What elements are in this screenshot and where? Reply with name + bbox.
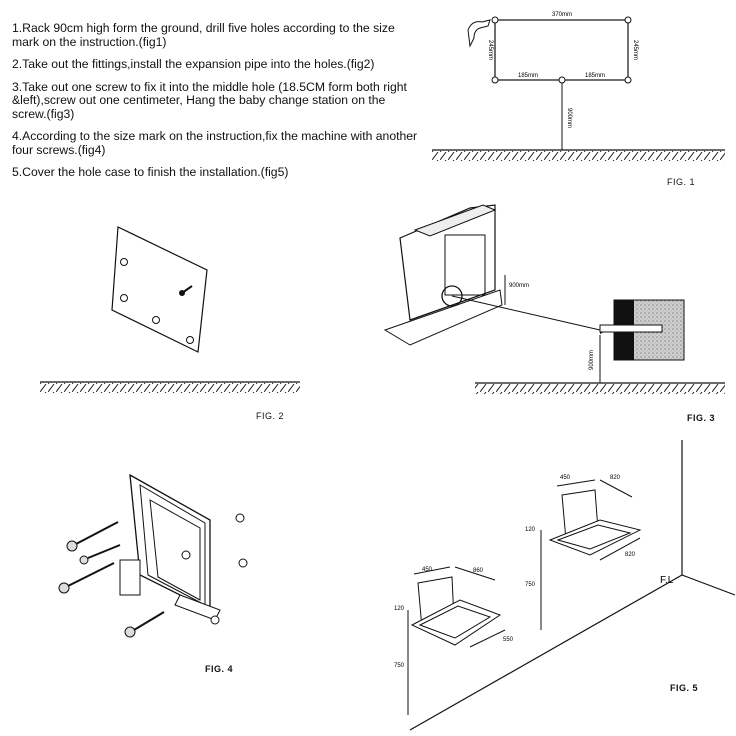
fig1-caption: FIG. 1 [667,177,696,187]
fig5-right-750: 750 [525,582,536,588]
figure-3: 900mm 900mm [383,204,725,394]
fig2-caption: FIG. 2 [256,411,285,421]
fig1-floor [432,151,725,161]
fig5-caption: FIG. 5 [670,683,699,693]
fig5-right-820a: 820 [610,475,621,481]
instruction-step-3: 3.Take out one screw to fix it into the … [12,79,407,121]
fig5-left-450: 450 [422,567,433,573]
drill-icon [467,19,491,48]
instruction-step-1: 1.Rack 90cm high form the ground, drill … [12,21,395,49]
fig1-half-right-label: 185mm [585,73,605,79]
fig2-floor [40,383,300,393]
screw-icon [79,544,121,565]
anchor-icon [599,324,663,333]
fig3-zoom-circle [441,285,463,307]
screw-icon [66,521,119,552]
fig3-floor [475,384,725,394]
figure-2 [40,226,300,393]
fig1-half-left-label: 185mm [518,73,538,79]
instruction-step-4: 4.According to the size mark on the inst… [12,129,418,157]
fig5-left-860: 860 [473,568,484,574]
screw-icon [124,611,165,638]
fig1-left-height-label: 245mm [487,40,493,60]
instruction-list: 1.Rack 90cm high form the ground, drill … [12,21,422,189]
fig5-right-450: 450 [560,475,571,481]
figure-5: F.L 450 820 120 820 750 450 860 120 [394,440,736,731]
fig4-unit-frame [129,473,211,612]
fig1-width-label: 370mm [552,12,572,18]
fig3-caption: FIG. 3 [687,413,716,423]
fig3-height-top-label: 900mm [509,283,529,289]
fig1-right-height-label: 245mm [632,40,638,60]
fig1-wall-outline [494,19,629,81]
fig5-left-750: 750 [394,663,405,669]
fig4-bracket [119,559,141,596]
fig5-floor-line [409,574,683,731]
fig3-height-side-label: 900mm [589,350,595,370]
floor-level-label: F.L [660,575,674,586]
instruction-step-5: 5.Cover the hole case to finish the inst… [12,165,289,179]
fig5-left-120: 120 [394,606,405,612]
fig5-right-120: 120 [525,527,536,533]
fig5-right-seat: 450 820 120 820 750 [525,475,642,630]
instruction-step-2: 2.Take out the fittings,install the expa… [12,57,375,71]
screw-icon [58,562,115,594]
fig1-floor-height-label: 900mm [566,108,572,128]
figure-1: 370mm 245mm 245mm 185mm 185mm 900mm [432,12,725,161]
fig5-left-seat: 450 860 120 550 750 [394,566,514,715]
fig4-caption: FIG. 4 [205,664,234,674]
figure-4 [58,473,248,638]
fig5-right-820b: 820 [625,552,636,558]
fig5-left-550: 550 [503,637,514,643]
fig2-wall-panel [111,226,208,353]
